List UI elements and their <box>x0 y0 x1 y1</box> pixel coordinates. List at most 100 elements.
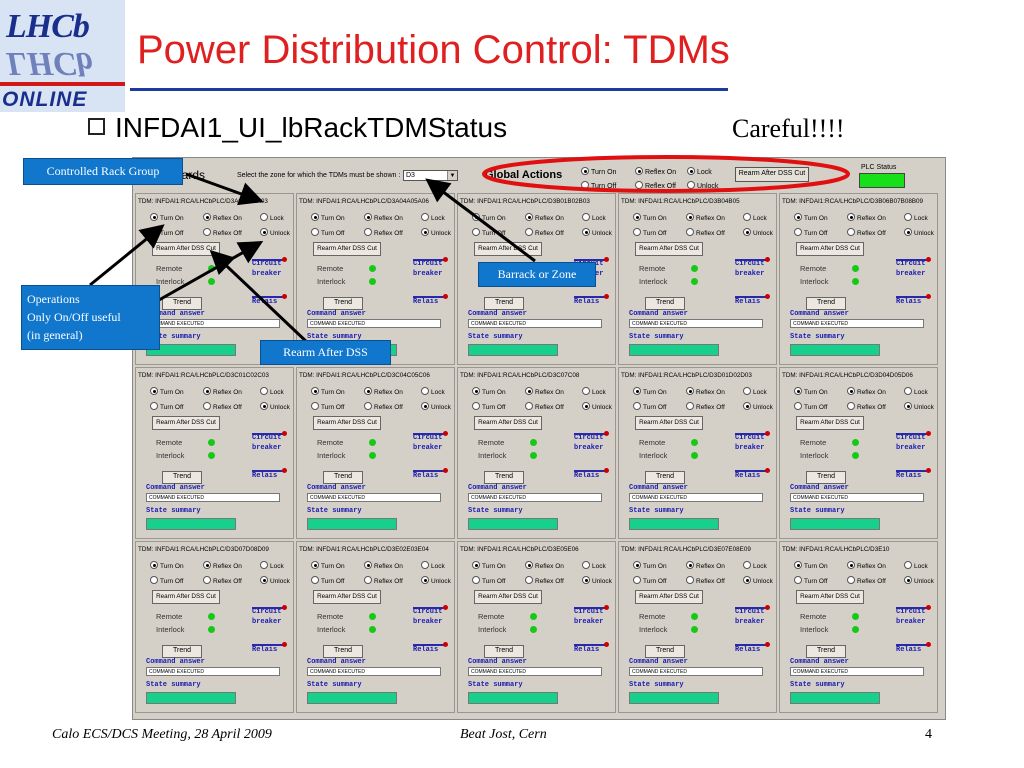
turn-on-radio[interactable]: Turn On <box>311 387 345 396</box>
trend-button[interactable]: Trend <box>645 471 685 484</box>
reflex-on-radio[interactable]: Reflex On <box>686 213 725 222</box>
radio-icon[interactable] <box>633 228 641 236</box>
reflex-off-radio[interactable]: Reflex Off <box>203 576 242 585</box>
reflex-off-radio[interactable]: Reflex Off <box>847 228 886 237</box>
radio-icon[interactable] <box>743 402 751 410</box>
trend-button[interactable]: Trend <box>323 297 363 310</box>
radio-icon[interactable] <box>150 561 158 569</box>
rearm-button[interactable]: Rearm After DSS Cut <box>152 590 220 604</box>
unlock-radio[interactable]: Unlock <box>904 576 934 585</box>
radio-icon[interactable] <box>364 402 372 410</box>
trend-button[interactable]: Trend <box>645 645 685 658</box>
reflex-on-radio[interactable]: Reflex On <box>203 561 242 570</box>
radio-icon[interactable] <box>687 167 695 175</box>
radio-icon[interactable] <box>472 387 480 395</box>
turn-on-radio[interactable]: Turn On <box>794 561 828 570</box>
unlock-radio[interactable]: Unlock <box>743 576 773 585</box>
rearm-button[interactable]: Rearm After DSS Cut <box>474 416 542 430</box>
radio-icon[interactable] <box>203 402 211 410</box>
radio-icon[interactable] <box>794 561 802 569</box>
lock-radio[interactable]: Lock <box>743 561 767 570</box>
radio-icon[interactable] <box>364 387 372 395</box>
trend-button[interactable]: Trend <box>484 297 524 310</box>
unlock-radio[interactable]: Unlock <box>421 228 451 237</box>
unlock-radio[interactable]: Unlock <box>260 228 290 237</box>
radio-icon[interactable] <box>525 387 533 395</box>
reflex-on-radio[interactable]: Reflex On <box>686 561 725 570</box>
radio-icon[interactable] <box>150 387 158 395</box>
reflex-off-radio[interactable]: Reflex Off <box>525 228 564 237</box>
lock-radio[interactable]: Lock <box>904 387 928 396</box>
reflex-off-radio[interactable]: Reflex Off <box>686 228 725 237</box>
radio-icon[interactable] <box>635 181 643 189</box>
turn-on-radio[interactable]: Turn On <box>472 387 506 396</box>
trend-button[interactable]: Trend <box>806 645 846 658</box>
turn-off-radio[interactable]: Turn Off <box>794 228 827 237</box>
global-turn-on[interactable]: Turn On <box>581 167 616 176</box>
reflex-off-radio[interactable]: Reflex Off <box>525 576 564 585</box>
reflex-on-radio[interactable]: Reflex On <box>525 213 564 222</box>
radio-icon[interactable] <box>904 228 912 236</box>
radio-icon[interactable] <box>686 387 694 395</box>
rearm-button[interactable]: Rearm After DSS Cut <box>635 416 703 430</box>
reflex-on-radio[interactable]: Reflex On <box>203 387 242 396</box>
radio-icon[interactable] <box>203 387 211 395</box>
radio-icon[interactable] <box>472 402 480 410</box>
global-unlock[interactable]: Unlock <box>687 181 718 190</box>
radio-icon[interactable] <box>203 213 211 221</box>
radio-icon[interactable] <box>847 402 855 410</box>
radio-icon[interactable] <box>743 228 751 236</box>
rearm-button[interactable]: Rearm After DSS Cut <box>313 590 381 604</box>
trend-button[interactable]: Trend <box>806 297 846 310</box>
reflex-off-radio[interactable]: Reflex Off <box>364 228 403 237</box>
trend-button[interactable]: Trend <box>484 645 524 658</box>
rearm-button[interactable]: Rearm After DSS Cut <box>474 590 542 604</box>
radio-icon[interactable] <box>904 576 912 584</box>
unlock-radio[interactable]: Unlock <box>743 402 773 411</box>
reflex-on-radio[interactable]: Reflex On <box>364 213 403 222</box>
radio-icon[interactable] <box>203 576 211 584</box>
radio-icon[interactable] <box>847 576 855 584</box>
turn-on-radio[interactable]: Turn On <box>633 213 667 222</box>
radio-icon[interactable] <box>260 228 268 236</box>
radio-icon[interactable] <box>203 561 211 569</box>
global-reflex-off[interactable]: Reflex Off <box>635 181 676 190</box>
lock-radio[interactable]: Lock <box>421 213 445 222</box>
radio-icon[interactable] <box>581 167 589 175</box>
radio-icon[interactable] <box>847 561 855 569</box>
radio-icon[interactable] <box>364 576 372 584</box>
radio-icon[interactable] <box>364 561 372 569</box>
lock-radio[interactable]: Lock <box>904 213 928 222</box>
radio-icon[interactable] <box>364 228 372 236</box>
reflex-off-radio[interactable]: Reflex Off <box>686 576 725 585</box>
radio-icon[interactable] <box>311 387 319 395</box>
radio-icon[interactable] <box>633 402 641 410</box>
radio-icon[interactable] <box>794 402 802 410</box>
radio-icon[interactable] <box>525 213 533 221</box>
reflex-on-radio[interactable]: Reflex On <box>847 561 886 570</box>
radio-icon[interactable] <box>525 561 533 569</box>
rearm-button[interactable]: Rearm After DSS Cut <box>796 242 864 256</box>
radio-icon[interactable] <box>743 561 751 569</box>
radio-icon[interactable] <box>633 576 641 584</box>
radio-icon[interactable] <box>260 576 268 584</box>
rearm-button[interactable]: Rearm After DSS Cut <box>152 416 220 430</box>
trend-button[interactable]: Trend <box>806 471 846 484</box>
unlock-radio[interactable]: Unlock <box>582 402 612 411</box>
trend-button[interactable]: Trend <box>484 471 524 484</box>
radio-icon[interactable] <box>311 561 319 569</box>
rearm-button[interactable]: Rearm After DSS Cut <box>152 242 220 256</box>
reflex-off-radio[interactable]: Reflex Off <box>364 402 403 411</box>
radio-icon[interactable] <box>472 576 480 584</box>
radio-icon[interactable] <box>847 387 855 395</box>
reflex-on-radio[interactable]: Reflex On <box>203 213 242 222</box>
radio-icon[interactable] <box>686 561 694 569</box>
reflex-on-radio[interactable]: Reflex On <box>364 561 403 570</box>
radio-icon[interactable] <box>847 213 855 221</box>
radio-icon[interactable] <box>686 228 694 236</box>
radio-icon[interactable] <box>743 387 751 395</box>
turn-on-radio[interactable]: Turn On <box>311 213 345 222</box>
reflex-off-radio[interactable]: Reflex Off <box>203 228 242 237</box>
radio-icon[interactable] <box>686 576 694 584</box>
unlock-radio[interactable]: Unlock <box>582 576 612 585</box>
